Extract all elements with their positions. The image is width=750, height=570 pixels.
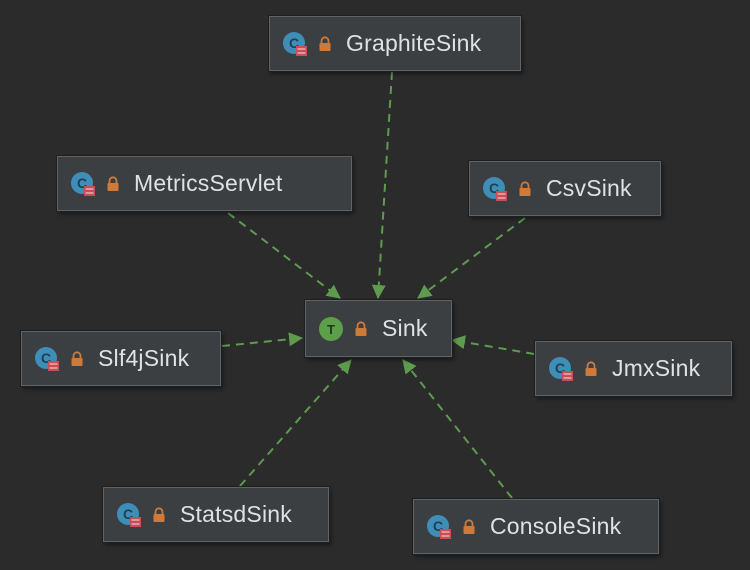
svg-text:C: C <box>77 175 87 191</box>
class-c-icon: C <box>482 176 508 202</box>
class-c-icon: C <box>426 514 452 540</box>
interface-t-icon: T <box>318 316 344 342</box>
node-label: CsvSink <box>546 175 632 201</box>
lock-icon <box>318 35 332 52</box>
svg-text:C: C <box>123 506 133 522</box>
lock-icon <box>584 360 598 377</box>
node-slf4jsink[interactable]: C Slf4jSink <box>21 331 221 386</box>
edge-jmx-to-sink <box>451 335 535 355</box>
lock-icon <box>106 175 120 192</box>
lock-icon <box>70 350 84 367</box>
svg-text:C: C <box>555 360 565 376</box>
node-sink[interactable]: T Sink <box>305 300 452 357</box>
node-label: GraphiteSink <box>346 30 482 56</box>
node-label: ConsoleSink <box>490 513 622 539</box>
node-metricsservlet[interactable]: C MetricsServlet <box>57 156 352 211</box>
svg-text:C: C <box>433 518 443 534</box>
edge-csv-to-sink <box>417 217 526 299</box>
class-c-icon: C <box>70 171 96 197</box>
node-statsdsink[interactable]: C StatsdSink <box>103 487 329 542</box>
node-label: StatsdSink <box>180 501 292 527</box>
lock-icon <box>518 180 532 197</box>
lock-icon <box>462 518 476 535</box>
node-label: JmxSink <box>612 355 701 381</box>
svg-text:T: T <box>327 322 335 337</box>
node-graphitesink[interactable]: C GraphiteSink <box>269 16 521 71</box>
lock-icon <box>354 320 368 337</box>
svg-text:C: C <box>289 35 299 51</box>
class-c-icon: C <box>548 356 574 382</box>
class-c-icon: C <box>282 31 308 57</box>
edge-graphite-to-sink <box>371 71 393 299</box>
node-csvsink[interactable]: C CsvSink <box>469 161 661 216</box>
edge-statsd-to-sink <box>239 359 352 487</box>
edge-slf4j-to-sink <box>221 332 303 347</box>
node-consolesink[interactable]: C ConsoleSink <box>413 499 659 554</box>
svg-text:C: C <box>41 350 51 366</box>
lock-icon <box>152 506 166 523</box>
class-c-icon: C <box>34 346 60 372</box>
edge-console-to-sink <box>402 359 513 499</box>
node-label: MetricsServlet <box>134 170 283 196</box>
edge-metrics-to-sink <box>227 212 341 299</box>
node-label: Slf4jSink <box>98 345 190 371</box>
node-label: Sink <box>382 315 428 341</box>
class-c-icon: C <box>116 502 142 528</box>
svg-text:C: C <box>489 180 499 196</box>
node-jmxsink[interactable]: C JmxSink <box>535 341 732 396</box>
